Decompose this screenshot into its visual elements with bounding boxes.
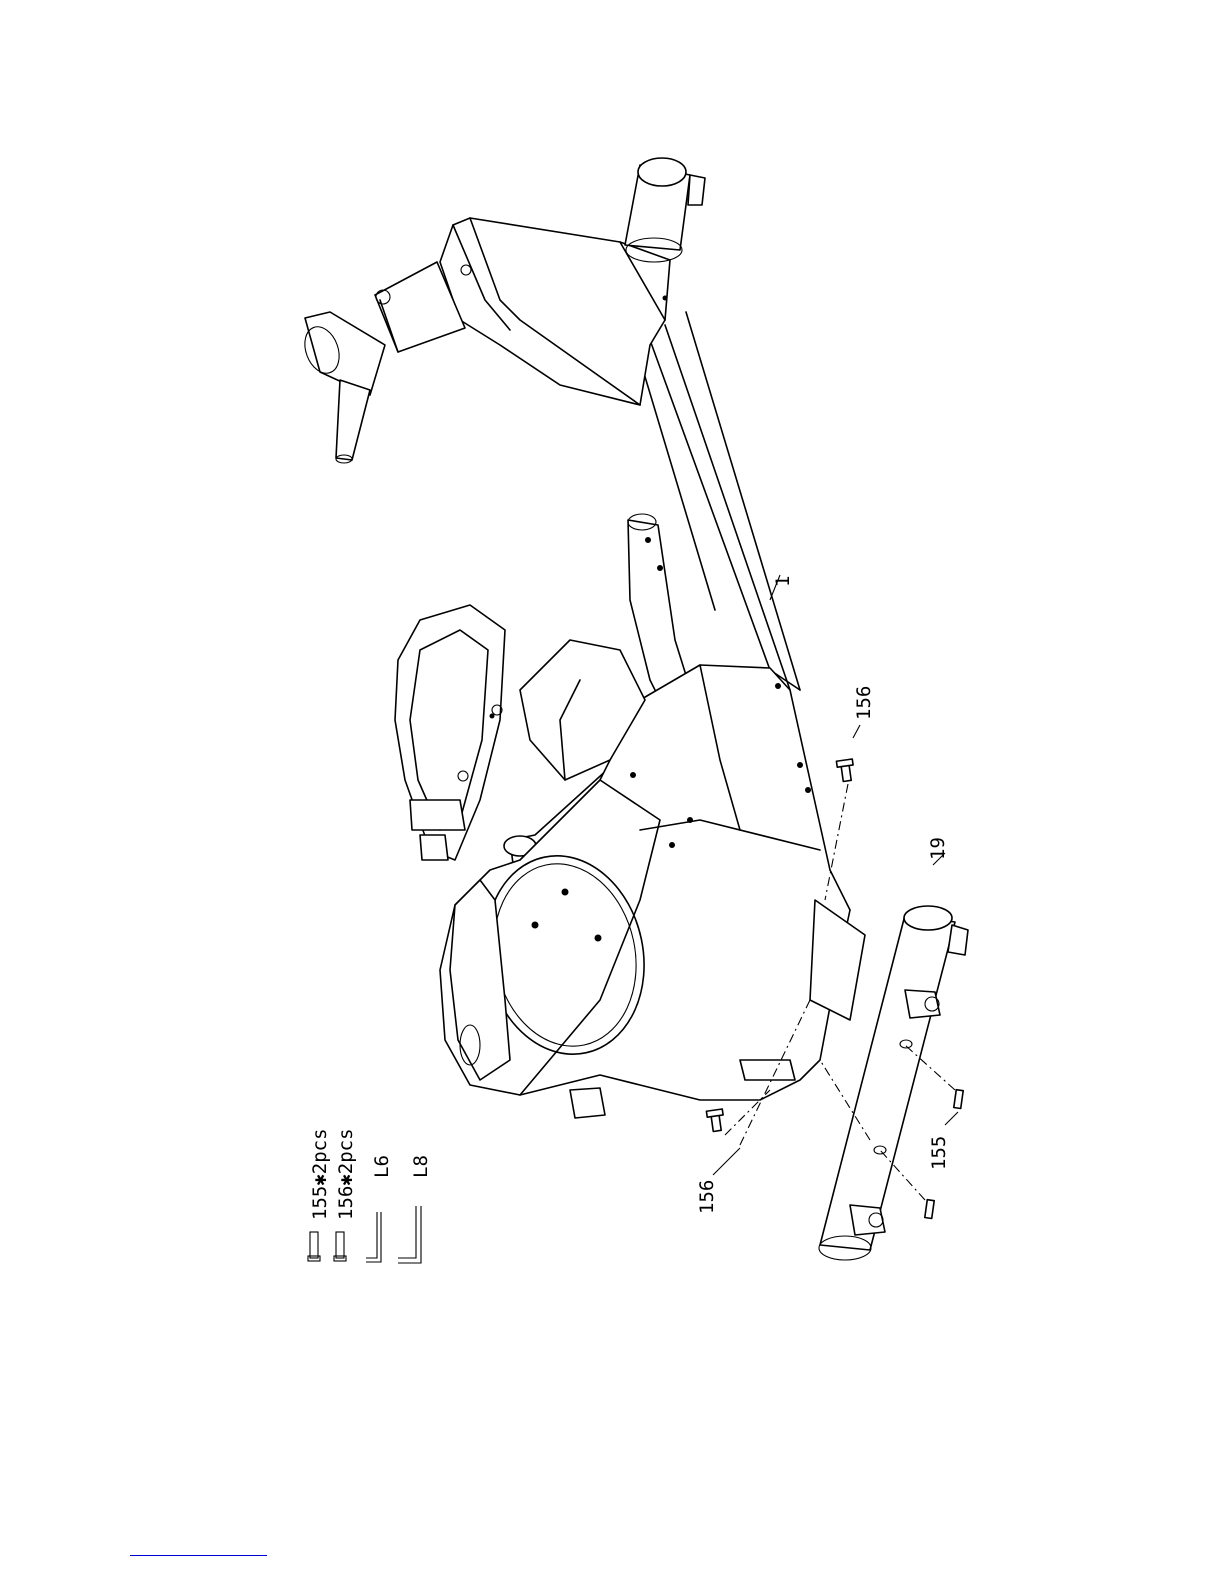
seat <box>395 605 505 860</box>
footer-link-underline[interactable] <box>130 1555 267 1556</box>
bolt-155-icon <box>308 1232 320 1261</box>
callout-156-right: 156 <box>853 686 875 720</box>
hardware-156-label: 156✱2pcs <box>335 1128 357 1220</box>
callout-156-left: 156 <box>696 1180 718 1214</box>
allen-key-l8-icon <box>398 1206 421 1263</box>
hardware-legend: 155✱2pcs 156✱2pcs L6 L8 <box>308 1128 432 1263</box>
body-shroud <box>440 640 865 1118</box>
leader-156-left <box>713 1148 740 1175</box>
hardware-155-label: 155✱2pcs <box>309 1128 331 1220</box>
bolt-156-right <box>825 759 853 900</box>
leader-155 <box>945 1112 958 1125</box>
callout-stabilizer: 19 <box>927 837 949 860</box>
front-stabilizer <box>625 158 705 262</box>
tool-l6-label: L6 <box>371 1155 393 1178</box>
leader-156-right <box>853 725 860 738</box>
tool-l8-label: L8 <box>410 1155 432 1178</box>
callout-155: 155 <box>928 1136 950 1170</box>
allen-key-l6-icon <box>366 1212 381 1262</box>
bolt-156-icon <box>334 1232 346 1261</box>
callout-frame: 1 <box>772 576 794 587</box>
upright-post <box>299 218 670 463</box>
